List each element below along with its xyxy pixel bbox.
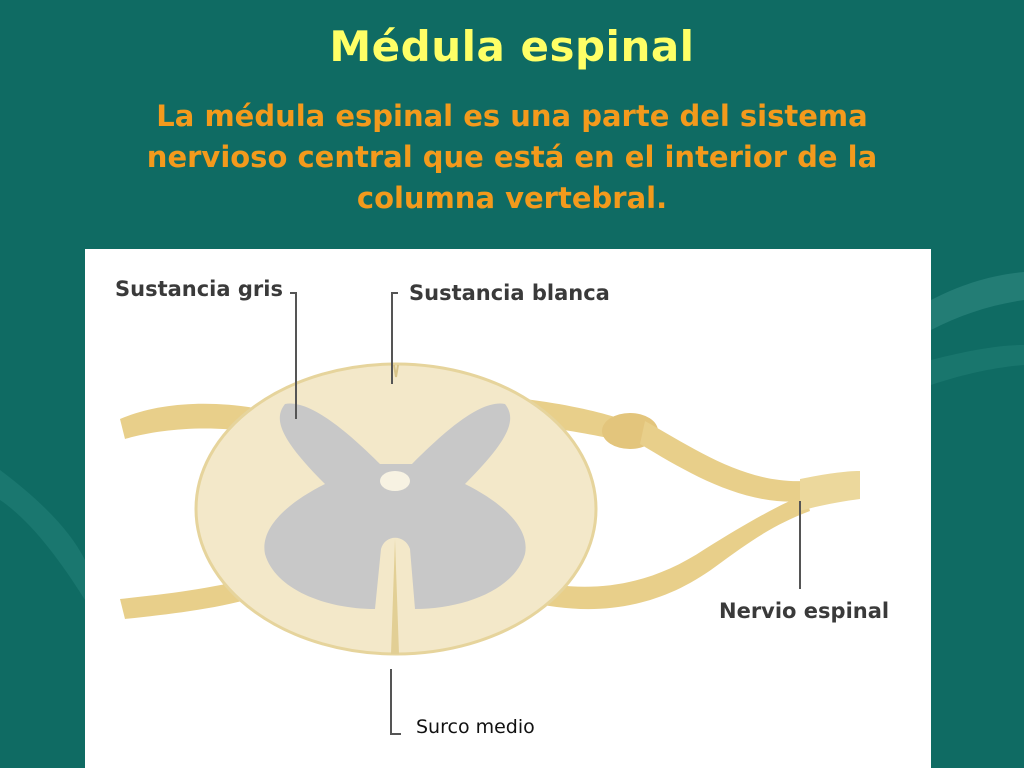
right-dorsal-root <box>525 399 615 439</box>
left-upper-nerve-root <box>120 403 265 439</box>
right-dorsal-to-nerve <box>640 421 807 502</box>
subtitle-line: La médula espinal es una parte del siste… <box>156 99 868 133</box>
gray-matter <box>264 403 526 609</box>
white-matter-leader <box>391 292 398 384</box>
spinal-cord-illustration <box>120 292 860 735</box>
spinal-cord-diagram: Sustancia gris Sustancia blanca Nervio e… <box>85 249 931 768</box>
label-white-matter: Sustancia blanca <box>409 281 610 305</box>
label-median-sulcus: Surco medio <box>416 716 535 738</box>
dorsal-fissure <box>393 364 399 378</box>
central-canal <box>380 471 410 491</box>
slide-subtitle: La médula espinal es una parte del siste… <box>70 96 954 219</box>
subtitle-line: nervioso central que está en el interior… <box>146 140 878 174</box>
gray-matter-leader <box>290 292 297 419</box>
label-gray-matter: Sustancia gris <box>115 277 283 301</box>
median-sulcus-leader <box>390 669 401 735</box>
spinal-nerve-trunk <box>800 471 860 511</box>
label-spinal-nerve: Nervio espinal <box>719 599 890 623</box>
slide-title: Médula espinal <box>329 22 695 71</box>
subtitle-line: columna vertebral. <box>356 181 668 215</box>
ventral-fissure <box>391 539 399 654</box>
